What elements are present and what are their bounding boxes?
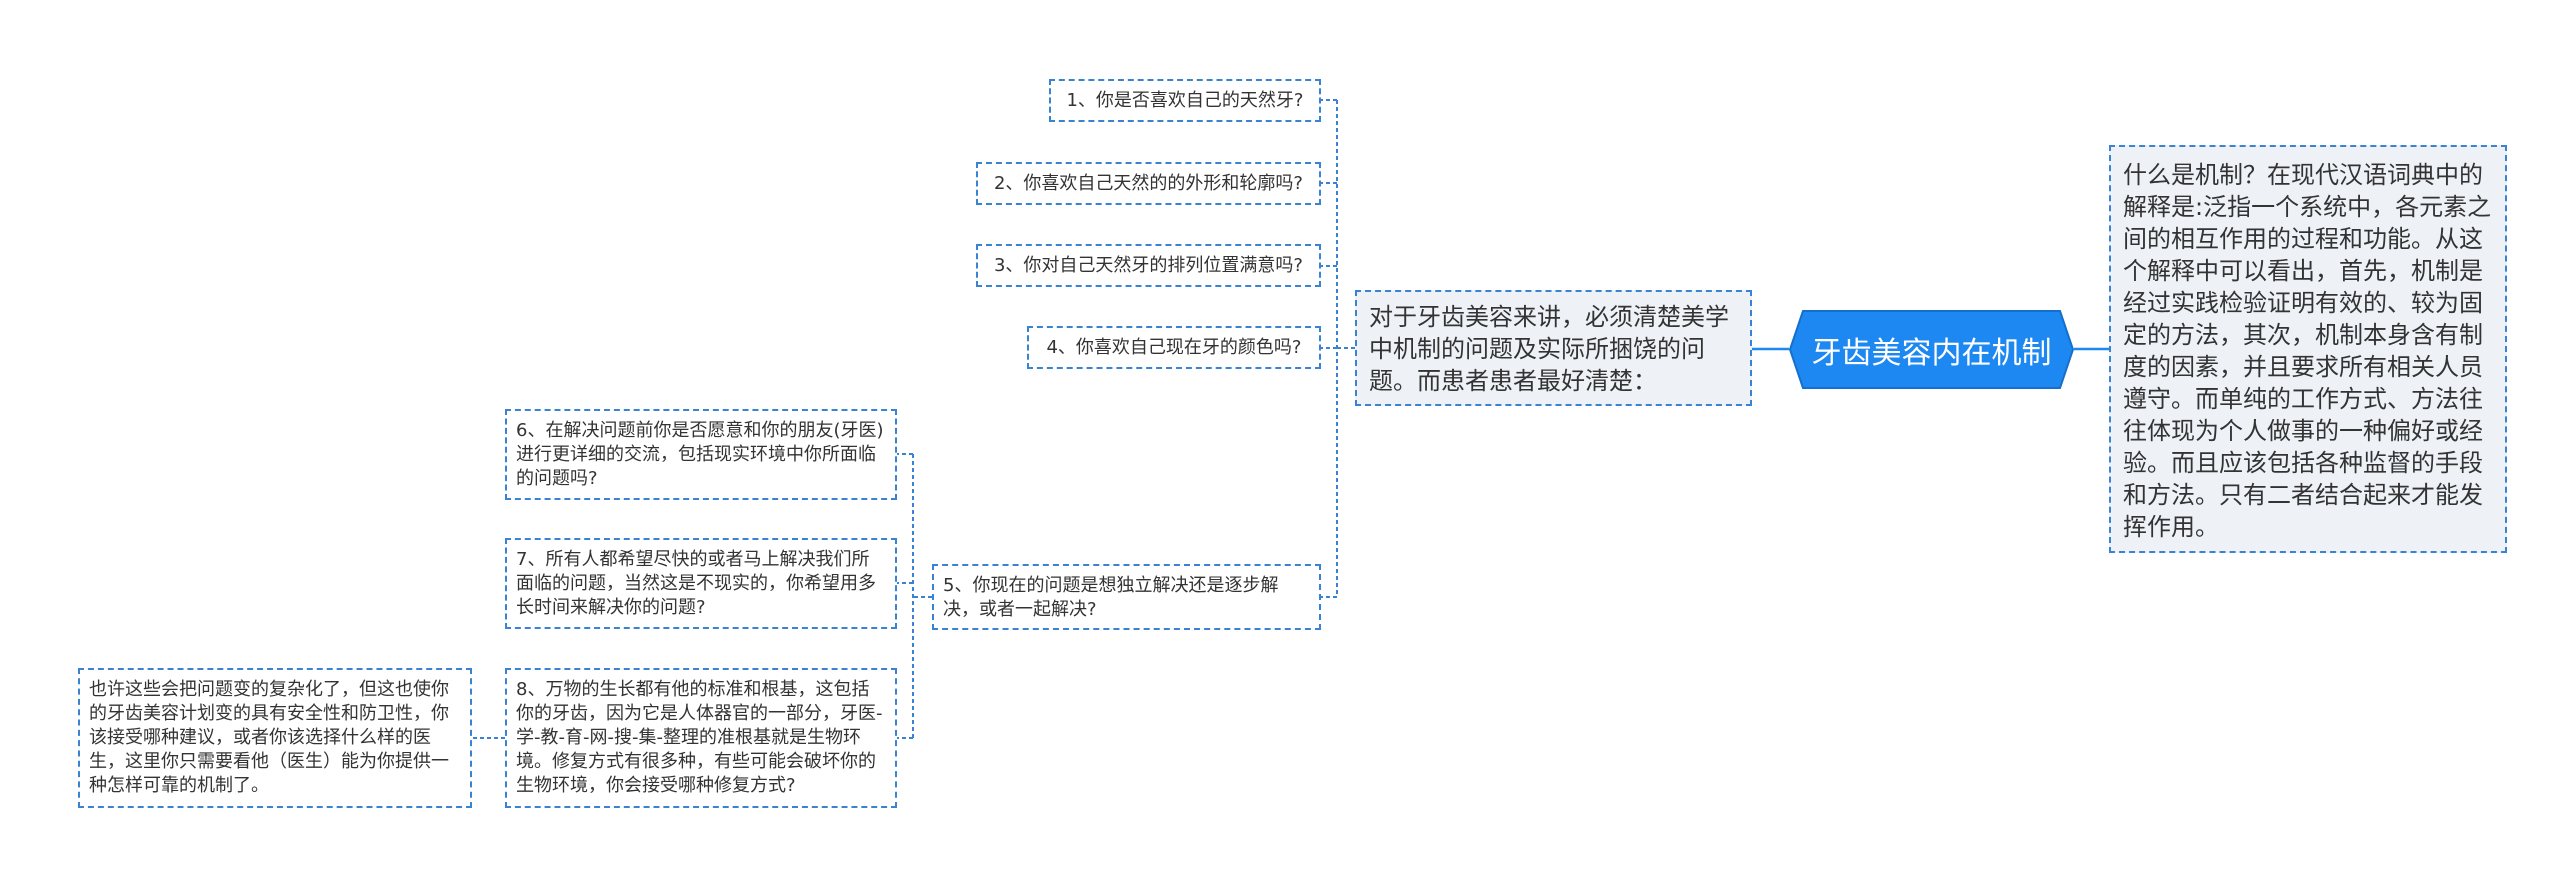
question-text: 3、你对自己天然牙的排列位置满意吗? xyxy=(993,254,1303,276)
central-topic-shape xyxy=(1789,310,2074,389)
question-1-topic: 1、你是否喜欢自己的天然牙? xyxy=(1049,79,1321,122)
question-2-topic: 2、你喜欢自己天然的的外形和轮廓吗? xyxy=(976,162,1321,205)
question-text: 1、你是否喜欢自己的天然牙? xyxy=(1066,89,1304,111)
central-topic-label: 牙齿美容内在机制 xyxy=(1811,335,2052,371)
note-text: 也许这些会把问题变的复杂化了，但这也使你的牙齿美容计划变的具有安全性和防卫性，你… xyxy=(89,679,449,796)
definition-text: 什么是机制？在现代汉语词典中的解释是:泛指一个系统中，各元素之间的相互作用的过程… xyxy=(2123,161,2492,541)
question-text: 2、你喜欢自己天然的的外形和轮廓吗? xyxy=(993,172,1303,194)
note-topic: 也许这些会把问题变的复杂化了，但这也使你的牙齿美容计划变的具有安全性和防卫性，你… xyxy=(78,668,472,808)
question-7-topic: 7、所有人都希望尽快的或者马上解决我们所面临的问题，当然这是不现实的，你希望用多… xyxy=(505,538,897,629)
definition-topic: 什么是机制？在现代汉语词典中的解释是:泛指一个系统中，各元素之间的相互作用的过程… xyxy=(2109,145,2507,553)
question-8-topic: 8、万物的生长都有他的标准和根基，这包括你的牙齿，因为它是人体器官的一部分，牙医… xyxy=(505,668,897,808)
question-5-topic: 5、你现在的问题是想独立解决还是逐步解决，或者一起解决? xyxy=(932,564,1321,630)
question-text: 6、在解决问题前你是否愿意和你的朋友(牙医)进行更详细的交流，包括现实环境中你所… xyxy=(516,420,884,489)
question-6-topic: 6、在解决问题前你是否愿意和你的朋友(牙医)进行更详细的交流，包括现实环境中你所… xyxy=(505,409,897,500)
question-text: 8、万物的生长都有他的标准和根基，这包括你的牙齿，因为它是人体器官的一部分，牙医… xyxy=(516,679,883,796)
intro-topic: 对于牙齿美容来讲，必须清楚美学中机制的问题及实际所捆饶的问题。而患者患者最好清楚… xyxy=(1355,290,1752,406)
question-3-topic: 3、你对自己天然牙的排列位置满意吗? xyxy=(976,244,1321,287)
central-topic: 牙齿美容内在机制 xyxy=(1789,310,2074,389)
intro-text: 对于牙齿美容来讲，必须清楚美学中机制的问题及实际所捆饶的问题。而患者患者最好清楚… xyxy=(1369,303,1729,395)
question-text: 4、你喜欢自己现在牙的颜色吗? xyxy=(1046,336,1302,358)
question-text: 5、你现在的问题是想独立解决还是逐步解决，或者一起解决? xyxy=(943,575,1279,620)
question-text: 7、所有人都希望尽快的或者马上解决我们所面临的问题，当然这是不现实的，你希望用多… xyxy=(516,549,876,618)
question-4-topic: 4、你喜欢自己现在牙的颜色吗? xyxy=(1027,326,1321,369)
